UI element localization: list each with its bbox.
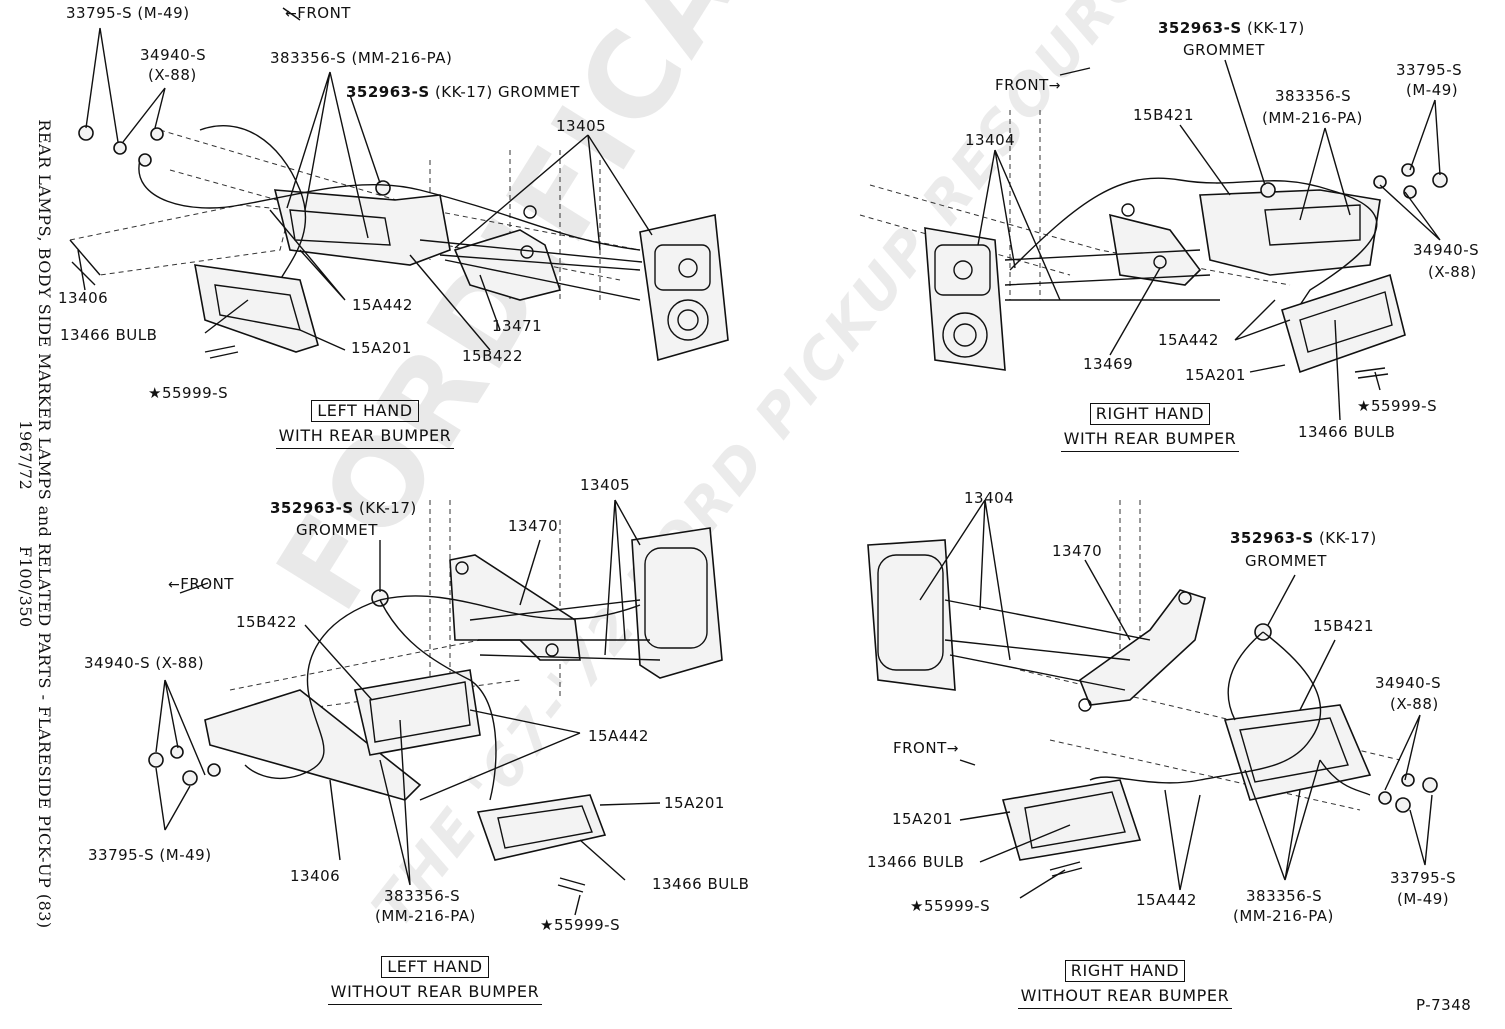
br-label-34940s: 34940-S [1375,674,1442,692]
tl-label-34940s: 34940-S [140,46,207,64]
tl-front-arrow: ←FRONT [285,4,351,23]
tr-label-15a201: 15A201 [1185,366,1246,384]
tr-grommet-part: 352963-S [1158,19,1242,37]
tl-label-13466-bulb: 13466 BULB [60,326,158,344]
br-caption: RIGHT HAND WITHOUT REAR BUMPER [1000,960,1250,1009]
bl-label-13470: 13470 [508,517,559,535]
bl-front-arrow: ←FRONT [168,575,234,594]
tr-label-55999s: ★55999-S [1357,397,1438,415]
tl-caption-sub: WITH REAR BUMPER [275,426,455,449]
tr-caption-sub: WITH REAR BUMPER [1060,429,1240,452]
tr-label-15a442: 15A442 [1158,331,1219,349]
bl-grommet-kk17: (KK-17) [358,499,417,517]
br-label-55999s: ★55999-S [910,897,991,915]
br-label-352963s: 352963-S (KK-17) [1230,530,1377,547]
br-label-15a442: 15A442 [1136,891,1197,909]
tl-grommet-part: 352963-S [346,83,430,101]
bottom-left-assembly [148,500,723,893]
bl-caption-box: LEFT HAND [381,956,489,978]
tr-label-15b421: 15B421 [1133,106,1195,124]
tl-label-15b422: 15B422 [462,347,524,365]
tl-label-383356s: 383356-S (MM-216-PA) [270,49,453,67]
bl-caption-sub: WITHOUT REAR BUMPER [327,982,543,1005]
tr-label-13404: 13404 [965,131,1016,149]
tl-label-15a201: 15A201 [351,339,412,357]
tl-label-55999s: ★55999-S [148,384,229,402]
br-caption-box: RIGHT HAND [1064,960,1186,982]
tr-label-33795s: 33795-S [1396,61,1463,79]
br-label-mm216pa: (MM-216-PA) [1233,907,1334,925]
bl-grommet-part: 352963-S [270,499,354,517]
tr-caption-box: RIGHT HAND [1089,403,1211,425]
br-label-33795s: 33795-S [1390,869,1457,887]
tl-label-13405: 13405 [556,117,607,135]
br-front-label: FRONT [893,739,947,757]
bl-label-15a201: 15A201 [664,794,725,812]
tr-label-m49: (M-49) [1406,81,1459,99]
leader-lines [77,7,1441,916]
br-label-383356s: 383356-S [1246,887,1323,905]
tl-caption: LEFT HAND WITH REAR BUMPER [260,400,470,449]
bl-label-15b422: 15B422 [236,613,298,631]
bl-label-13405: 13405 [580,476,631,494]
br-grommet-part: 352963-S [1230,529,1314,547]
bl-label-34940s: 34940-S (X-88) [84,654,205,672]
bl-label-33795s: 33795-S (M-49) [88,846,212,864]
tl-label-13406: 13406 [58,289,109,307]
tl-label-grommet: 352963-S (KK-17) GROMMET [346,84,580,101]
tr-caption: RIGHT HAND WITH REAR BUMPER [1040,403,1260,452]
tr-label-x88: (X-88) [1428,263,1477,281]
bl-label-13406: 13406 [290,867,341,885]
tr-label-34940s: 34940-S [1413,241,1480,259]
br-label-15b421: 15B421 [1313,617,1375,635]
br-caption-sub: WITHOUT REAR BUMPER [1017,986,1233,1009]
br-label-13404: 13404 [964,489,1015,507]
br-label-m49: (M-49) [1397,890,1450,908]
bl-label-13466-bulb: 13466 BULB [652,875,750,893]
br-label-15a201: 15A201 [892,810,953,828]
tr-label-13469: 13469 [1083,355,1134,373]
tr-label-grommet: GROMMET [1183,41,1265,59]
bl-caption: LEFT HAND WITHOUT REAR BUMPER [305,956,565,1005]
tl-grommet-desc: (KK-17) GROMMET [434,83,580,101]
bl-label-55999s: ★55999-S [540,916,621,934]
tr-label-352963s: 352963-S (KK-17) [1158,20,1305,37]
tr-label-383356s: 383356-S [1275,87,1352,105]
tr-front-arrow: FRONT→ [995,76,1061,95]
bottom-right-assembly [867,500,1438,877]
bl-label-15a442: 15A442 [588,727,649,745]
tl-label-x88: (X-88) [148,66,197,84]
br-front-arrow: FRONT→ [893,739,959,758]
tl-label-33795s: 33795-S (M-49) [66,4,190,22]
bl-front-label: FRONT [180,575,234,593]
tl-label-13471: 13471 [492,317,543,335]
bl-label-352963s: 352963-S (KK-17) [270,500,417,517]
tl-caption-box: LEFT HAND [311,400,419,422]
br-grommet-kk17: (KK-17) [1318,529,1377,547]
bl-label-383356s: 383356-S [384,887,461,905]
tr-label-mm216pa: (MM-216-PA) [1262,109,1363,127]
tr-front-label: FRONT [995,76,1049,94]
br-label-grommet: GROMMET [1245,552,1327,570]
bl-label-mm216pa: (MM-216-PA) [375,907,476,925]
tl-front-label: FRONT [297,4,351,22]
br-label-x88: (X-88) [1390,695,1439,713]
br-label-13470: 13470 [1052,542,1103,560]
figure-id: P-7348 [1416,996,1472,1014]
bl-label-grommet: GROMMET [296,521,378,539]
top-right-assembly [859,110,1448,379]
tr-grommet-kk17: (KK-17) [1246,19,1305,37]
top-left-assembly [69,125,729,362]
tl-label-15a442: 15A442 [352,296,413,314]
br-label-13466-bulb: 13466 BULB [867,853,965,871]
tr-label-13466-bulb: 13466 BULB [1298,423,1396,441]
